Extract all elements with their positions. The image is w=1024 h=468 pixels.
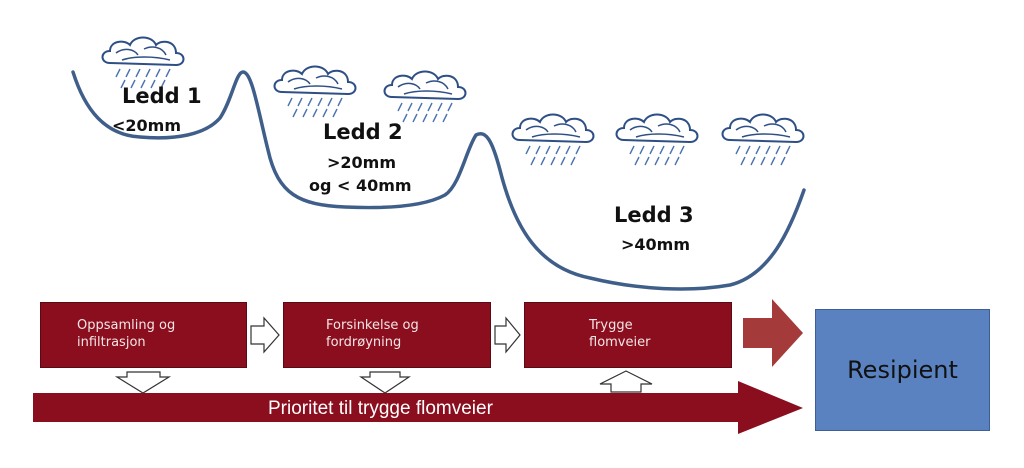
step-box-line: Forsinkelse og — [326, 318, 419, 333]
flow-to-recipient-arrow — [743, 299, 803, 367]
hollow-arrow-down-icon — [114, 371, 172, 394]
hollow-arrow-down-icon — [359, 371, 411, 394]
step-box-line: flomveier — [589, 335, 651, 350]
rain-cloud-icon — [721, 113, 805, 166]
hollow-arrow-right-icon — [494, 316, 521, 354]
hollow-arrow-right-icon — [250, 316, 280, 354]
level-2-range-line2: og < 40mm — [309, 176, 412, 195]
basin-profile-line — [71, 70, 806, 291]
step-box-line: Trygge — [589, 318, 633, 333]
step-box-line: infiltrasjon — [77, 335, 146, 350]
level-3-range: >40mm — [621, 235, 691, 254]
level-2-title: Ledd 2 — [323, 120, 403, 144]
rain-cloud-icon — [511, 113, 595, 166]
rain-cloud-icon — [101, 36, 185, 89]
rain-cloud-icon — [273, 65, 357, 118]
recipient-box: Resipient — [815, 309, 990, 431]
rain-cloud-icon — [383, 70, 467, 123]
level-1-title: Ledd 1 — [122, 84, 202, 108]
step-box-collection-infiltration: Oppsamling og infiltrasjon — [40, 302, 247, 368]
hollow-arrow-up-icon — [599, 370, 653, 393]
level-1-range: <20mm — [112, 116, 182, 135]
level-2-range-line1: >20mm — [327, 153, 397, 172]
priority-arrow-label: Prioritet til trygge flomveier — [268, 398, 493, 419]
step-box-line: fordrøyning — [326, 335, 402, 350]
step-box-line: Oppsamling og — [77, 318, 176, 333]
step-box-safe-floodways: Trygge flomveier — [524, 302, 732, 368]
step-box-delay-detention: Forsinkelse og fordrøyning — [283, 302, 491, 368]
recipient-label: Resipient — [847, 356, 958, 384]
rain-cloud-icon — [615, 113, 699, 166]
level-3-title: Ledd 3 — [614, 203, 694, 227]
priority-arrow — [33, 381, 803, 434]
